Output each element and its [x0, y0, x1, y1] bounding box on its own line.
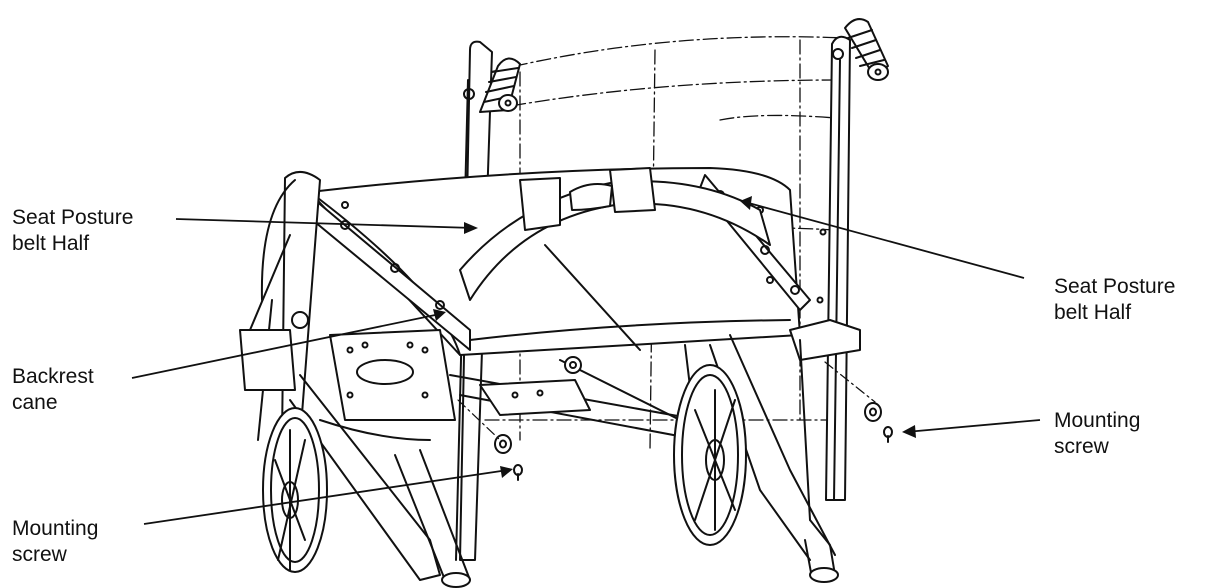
- label-line: Seat Posture: [12, 206, 134, 229]
- backrest-cane-right: [816, 35, 851, 501]
- label-line: belt Half: [12, 232, 90, 255]
- seat-posture-belt: [459, 167, 771, 301]
- arrowhead-seat-belt-right: [740, 196, 752, 210]
- rear-wheel-left: [262, 407, 328, 573]
- label-mounting-screw-left: Mounting screw: [12, 516, 98, 568]
- handle-grip-left: [479, 57, 521, 113]
- arrowhead-screw-right: [902, 425, 916, 438]
- mounting-washer-right: [864, 402, 882, 422]
- arrowhead-screw-left: [500, 466, 513, 478]
- leader-backrest-cane: [131, 313, 441, 379]
- rear-wheel-right: [673, 364, 747, 546]
- label-line: Mounting: [1054, 409, 1141, 432]
- label-line: cane: [12, 391, 58, 414]
- label-backrest-cane: Backrest cane: [12, 364, 94, 416]
- leader-seat-belt-left: [175, 218, 475, 229]
- side-frame-left: [239, 171, 441, 581]
- leader-screw-left: [143, 469, 509, 525]
- handle-grip-right: [844, 18, 889, 81]
- arrowhead-backrest-cane: [433, 309, 446, 321]
- label-line: screw: [1054, 435, 1109, 458]
- arrowheads: [433, 196, 916, 478]
- label-line: Backrest: [12, 365, 94, 388]
- label-line: screw: [12, 543, 67, 566]
- mounting-washer-left: [494, 434, 512, 454]
- leader-lines: [131, 201, 1041, 525]
- arrowhead-seat-belt-left: [464, 222, 478, 234]
- label-mounting-screw-right: Mounting screw: [1054, 408, 1140, 460]
- footplate: [329, 329, 591, 421]
- leader-screw-right: [905, 419, 1041, 433]
- mounting-screw-right: [883, 426, 893, 443]
- front-tubes: [249, 234, 471, 588]
- label-line: Mounting: [12, 517, 99, 540]
- leader-seat-belt-right: [744, 201, 1025, 279]
- label-seat-posture-belt-left: Seat Posture belt Half: [12, 205, 133, 257]
- label-line: Seat Posture: [1054, 275, 1176, 298]
- label-seat-posture-belt-right: Seat Posture belt Half: [1054, 274, 1175, 326]
- label-line: belt Half: [1054, 301, 1132, 324]
- mounting-screw-left: [513, 464, 523, 481]
